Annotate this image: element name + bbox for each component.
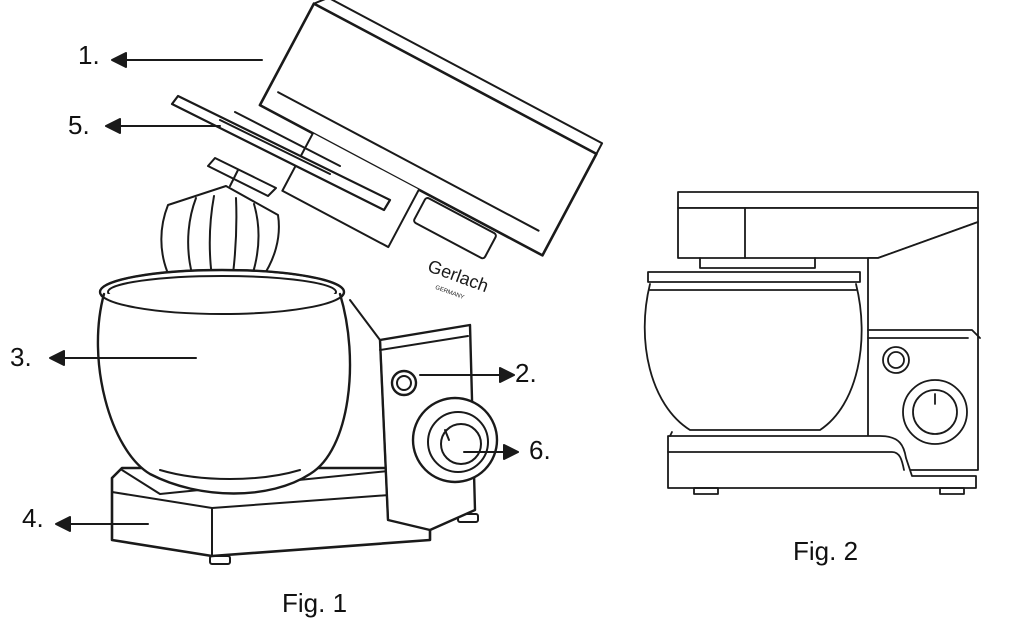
arrow-2 xyxy=(419,367,515,383)
callout-4: 4. xyxy=(22,503,44,533)
speed-knob-ring xyxy=(411,396,499,484)
fig1-caption: Fig. 1 xyxy=(282,588,348,618)
fig2-column xyxy=(867,221,981,471)
callout-2: 2. xyxy=(515,358,537,388)
splash-guard xyxy=(170,94,392,212)
fig2-tilt-button xyxy=(882,346,910,374)
mixing-bowl xyxy=(96,268,352,495)
fig2-base xyxy=(667,431,977,495)
speed-knob xyxy=(440,423,482,465)
callout-1: 1. xyxy=(78,40,100,70)
arrow-6 xyxy=(463,444,519,460)
mixer-column xyxy=(349,299,499,532)
callout-6: 6. xyxy=(529,435,551,465)
arrow-1 xyxy=(111,52,263,68)
arrow-5 xyxy=(105,118,221,134)
fig2-mixer xyxy=(643,191,981,495)
callout-arrows xyxy=(49,52,519,532)
fig2-bowl xyxy=(643,271,863,431)
arrow-3 xyxy=(49,350,197,366)
fig2-head xyxy=(677,191,979,269)
speed-knob-inner xyxy=(427,411,489,473)
fig2-knob xyxy=(912,389,958,435)
fig2-caption: Fig. 2 xyxy=(793,536,859,566)
brand-sub: GERMANY xyxy=(434,285,465,301)
fig1-mixer: Gerlach GERMANY xyxy=(49,0,604,565)
callout-3: 3. xyxy=(10,342,32,372)
tilt-button xyxy=(390,369,418,397)
arrow-4 xyxy=(55,516,149,532)
brand-mark: Gerlach GERMANY xyxy=(425,256,491,301)
fig2-knob-ring xyxy=(902,379,968,445)
callout-5: 5. xyxy=(68,110,90,140)
